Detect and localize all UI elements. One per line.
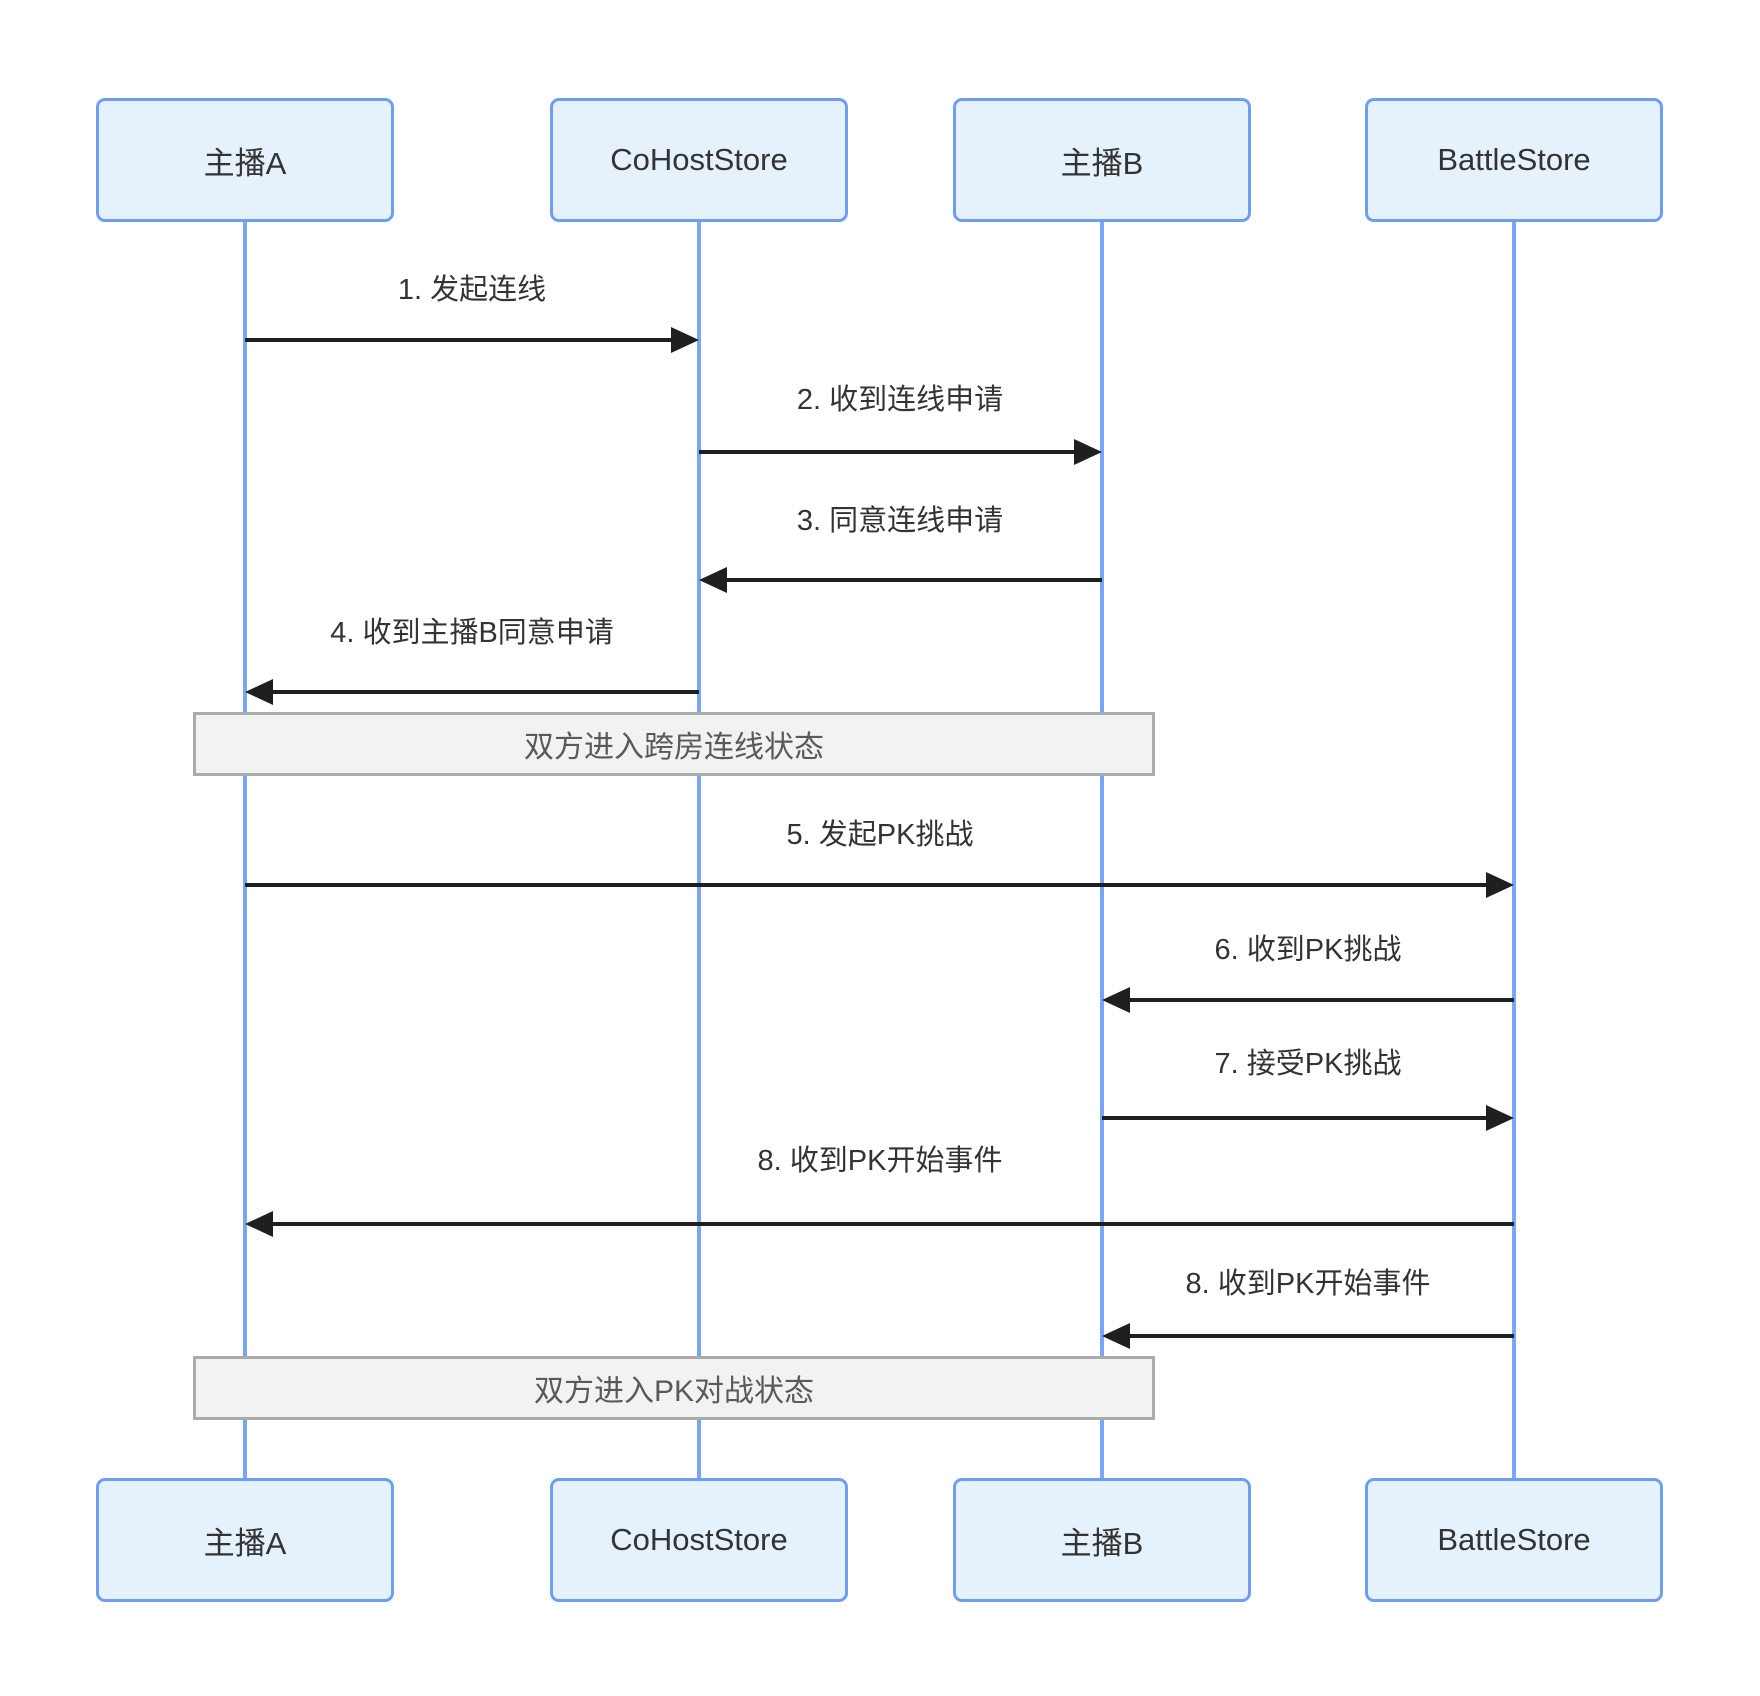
note-cross-room-state: 双方进入跨房连线状态: [193, 712, 1155, 776]
participant-battle-store-bottom: BattleStore: [1365, 1478, 1663, 1602]
participant-cohost-store-bottom: CoHostStore: [550, 1478, 848, 1602]
message-label-7: 7. 接受PK挑战: [1214, 1048, 1402, 1080]
participant-label: 主播A: [203, 145, 287, 181]
message-label-1: 1. 发起连线: [397, 274, 547, 306]
message-label-8a: 8. 收到PK开始事件: [757, 1145, 1003, 1177]
message-label-4: 4. 收到主播B同意申请: [330, 617, 614, 649]
arrow-line: [269, 690, 699, 694]
message-label-3: 3. 同意连线申请: [796, 505, 1004, 537]
participant-label: BattleStore: [1437, 1522, 1591, 1557]
participant-battle-store-top: BattleStore: [1365, 98, 1663, 222]
arrowhead-right-icon: [1074, 439, 1102, 465]
participant-label: CoHostStore: [610, 142, 788, 177]
participant-label: 主播B: [1060, 145, 1144, 181]
participant-label: BattleStore: [1437, 142, 1591, 177]
arrow-line: [245, 883, 1490, 887]
arrowhead-left-icon: [699, 567, 727, 593]
arrow-line: [1102, 1116, 1490, 1120]
arrow-line: [699, 450, 1078, 454]
lifeline-battle-store: [1512, 220, 1516, 1480]
note-pk-battle-state: 双方进入PK对战状态: [193, 1356, 1155, 1420]
lifeline-cohost-store: [697, 220, 701, 1480]
arrow-line: [723, 578, 1102, 582]
note-label: 双方进入PK对战状态: [533, 1375, 815, 1408]
arrowhead-left-icon: [1102, 987, 1130, 1013]
lifeline-host-a: [243, 220, 247, 1480]
participant-host-b-bottom: 主播B: [953, 1478, 1251, 1602]
arrow-line: [245, 338, 675, 342]
note-label: 双方进入跨房连线状态: [524, 731, 824, 764]
participant-label: CoHostStore: [610, 1522, 788, 1557]
participant-label: 主播A: [203, 1525, 287, 1561]
arrowhead-right-icon: [671, 327, 699, 353]
participant-cohost-store-top: CoHostStore: [550, 98, 848, 222]
arrow-line: [269, 1222, 1514, 1226]
message-label-2: 2. 收到连线申请: [796, 384, 1004, 416]
participant-host-a-top: 主播A: [96, 98, 394, 222]
message-label-8b: 8. 收到PK开始事件: [1185, 1268, 1431, 1300]
participant-label: 主播B: [1060, 1525, 1144, 1561]
arrow-line: [1126, 1334, 1514, 1338]
message-label-6: 6. 收到PK挑战: [1214, 934, 1402, 966]
message-label-5: 5. 发起PK挑战: [786, 819, 974, 851]
arrowhead-left-icon: [1102, 1323, 1130, 1349]
arrowhead-right-icon: [1486, 1105, 1514, 1131]
lifeline-host-b: [1100, 220, 1104, 1480]
arrowhead-right-icon: [1486, 872, 1514, 898]
arrow-line: [1126, 998, 1514, 1002]
participant-host-a-bottom: 主播A: [96, 1478, 394, 1602]
arrowhead-left-icon: [245, 1211, 273, 1237]
participant-host-b-top: 主播B: [953, 98, 1251, 222]
arrowhead-left-icon: [245, 679, 273, 705]
